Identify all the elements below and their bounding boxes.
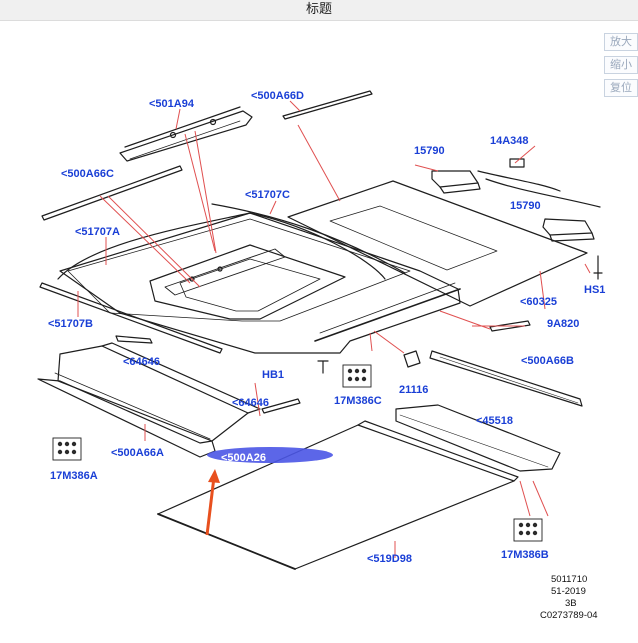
callout-64646-a[interactable]: <64646: [123, 356, 160, 368]
callout-17M386C[interactable]: 17M386C: [334, 395, 382, 407]
fastener-set-17M386A: [52, 437, 82, 461]
callout-15790-b[interactable]: 15790: [510, 200, 541, 212]
callout-500A66D[interactable]: <500A66D: [251, 90, 304, 102]
callout-45518[interactable]: <45518: [476, 415, 513, 427]
callout-14A348[interactable]: 14A348: [490, 135, 529, 147]
highlight-ellipse: [207, 447, 333, 463]
callout-51707B[interactable]: <51707B: [48, 318, 93, 330]
callout-64646-b[interactable]: <64646: [232, 397, 269, 409]
ref-code: 3B: [565, 598, 577, 609]
fastener-set-17M386B: [513, 518, 543, 542]
seal-500A66D: [282, 90, 373, 120]
bracket-21116: [403, 350, 421, 368]
harness-14A348: [477, 158, 601, 208]
callout-500A66C[interactable]: <500A66C: [61, 168, 114, 180]
red-arrow: [205, 469, 220, 536]
guide-45518: [395, 404, 561, 472]
sunroof-frame: [59, 212, 461, 354]
rail-500A66B: [429, 350, 583, 407]
callout-60325[interactable]: <60325: [520, 296, 557, 308]
parts-diagram: <501A94 <500A66D <500A66C <51707C <51707…: [37, 90, 605, 621]
clip-64646-b: [261, 398, 301, 414]
reset-zoom-button[interactable]: 复位: [604, 79, 638, 97]
callout-500A26[interactable]: <500A26: [221, 452, 266, 464]
callout-51707A[interactable]: <51707A: [75, 226, 120, 238]
gasket-51707C: [211, 203, 406, 274]
window-title: 标题: [0, 0, 638, 21]
motor-15790-b: [542, 218, 595, 242]
callout-501A94[interactable]: <501A94: [149, 98, 195, 110]
fastener-set-17M386C: [342, 364, 372, 388]
ref-drawing-id: C0273789-04: [540, 610, 598, 621]
deflector-500A66A: [37, 372, 216, 458]
front-rail-part: [119, 106, 253, 162]
callout-15790-a[interactable]: 15790: [414, 145, 445, 157]
callout-HS1[interactable]: HS1: [584, 284, 605, 296]
callout-17M386A[interactable]: 17M386A: [50, 470, 98, 482]
callout-519D98[interactable]: <519D98: [367, 553, 412, 565]
motor-15790-a: [431, 170, 481, 194]
strip-51707B: [39, 282, 223, 354]
zoom-out-button[interactable]: 缩小: [604, 56, 638, 74]
callout-HB1[interactable]: HB1: [262, 369, 284, 381]
glass-panel: [287, 180, 588, 307]
bolt-HB1: [317, 360, 329, 374]
callout-51707C[interactable]: <51707C: [245, 189, 290, 201]
gasket-51707A: [57, 212, 386, 280]
leader-lines: [77, 100, 591, 558]
callout-17M386B[interactable]: 17M386B: [501, 549, 549, 561]
callout-9A820[interactable]: 9A820: [547, 318, 579, 330]
callout-500A66A[interactable]: <500A66A: [111, 447, 164, 459]
clip-64646-a: [115, 335, 153, 344]
callout-500A66B[interactable]: <500A66B: [521, 355, 574, 367]
part-9A820: [489, 320, 531, 332]
ref-number: 5011710: [551, 574, 587, 585]
ref-date: 51-2019: [551, 586, 586, 597]
front-deflector: [57, 342, 261, 442]
sensor-HS1: [593, 255, 603, 280]
seal-500A66C: [41, 165, 183, 221]
callout-21116[interactable]: 21116: [399, 384, 428, 396]
